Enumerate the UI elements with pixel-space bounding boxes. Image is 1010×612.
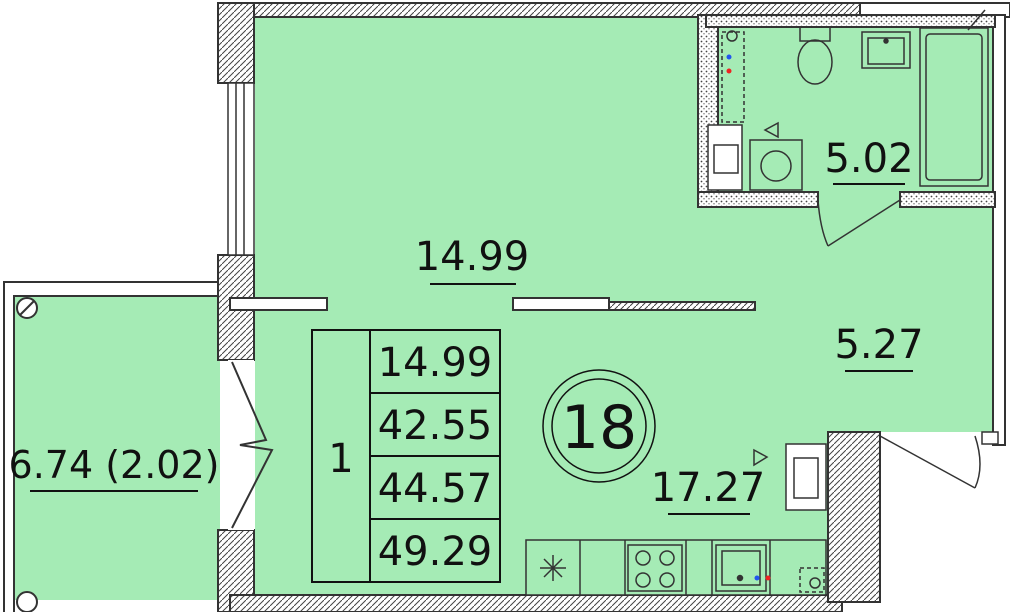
- apartment-number-badge: [542, 369, 656, 483]
- balcony-floor: [14, 296, 220, 600]
- balcony-walls: [3, 281, 218, 612]
- left-window: [227, 82, 255, 256]
- entrance-door: [879, 431, 999, 489]
- summary-full-area: 49.29: [378, 529, 493, 575]
- hallway-cabinet: [753, 443, 827, 511]
- bathroom-fixtures: [707, 9, 989, 191]
- apartment-number: 18: [561, 393, 637, 463]
- kitchen-counter: [525, 539, 827, 596]
- balcony-area: 6.74 (2.02): [9, 443, 220, 487]
- living-room-area: 14.99: [415, 234, 530, 280]
- kitchen-area: 17.27: [651, 465, 766, 511]
- hallway-area: 5.27: [834, 322, 923, 368]
- area-summary-table: [311, 329, 501, 583]
- partition-walls: [229, 297, 756, 311]
- summary-living-area: 14.99: [378, 340, 493, 386]
- summary-total-area: 42.55: [378, 403, 493, 449]
- rooms-count: 1: [328, 436, 353, 482]
- exterior-walls: [217, 2, 1010, 612]
- bathroom-area: 5.02: [824, 136, 913, 182]
- bathroom-door: [817, 199, 901, 247]
- bathroom-floor: [718, 25, 993, 195]
- balcony-door: [228, 360, 274, 530]
- summary-total-with-balcony: 44.57: [378, 466, 493, 512]
